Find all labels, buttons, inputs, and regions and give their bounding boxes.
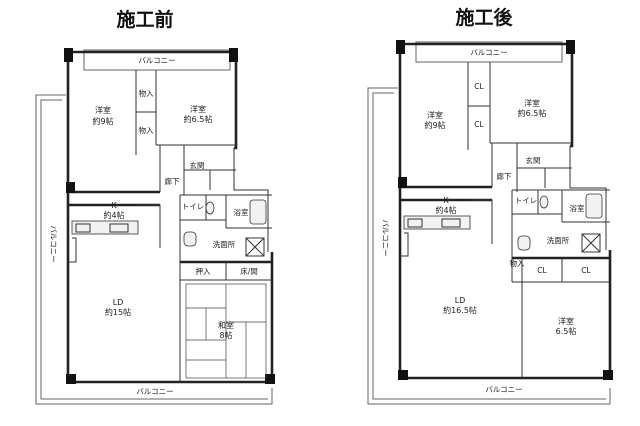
after-cl-3: CL <box>537 266 547 275</box>
before-youshitsu-right: 洋室 <box>190 104 206 114</box>
before-balcony-top-label: バルコニー <box>138 56 175 65</box>
after-balcony-top-label: バルコニー <box>470 48 507 57</box>
before-balcony-side-label: バルコニー <box>49 225 58 262</box>
after-kitchen: K <box>443 196 449 205</box>
before-balcony-bottom-label: バルコニー <box>136 387 173 396</box>
before-title: 施工前 <box>116 8 173 31</box>
after-cl-2: CL <box>474 120 484 129</box>
before-youshitsu-left: 洋室 <box>95 105 111 115</box>
before-rouka: 廊下 <box>165 176 180 186</box>
plan-before: 施工前 バルコニー バルコニー バルコニー 洋室 約9帖 洋室 約6.5帖 <box>35 8 275 405</box>
before-oshiire: 押入 <box>196 266 211 276</box>
before-kitchen: K <box>111 201 117 210</box>
before-ld: LD <box>113 298 124 307</box>
svg-text:約16.5帖: 約16.5帖 <box>443 305 477 315</box>
after-monoire: 物入 <box>510 258 525 268</box>
tatami-grid <box>185 283 267 379</box>
after-balcony-top <box>415 41 563 63</box>
before-balcony-wrap <box>35 94 273 405</box>
after-title: 施工後 <box>455 6 513 29</box>
after-toilet: トイレ <box>515 196 538 205</box>
before-toko: 床/間 <box>240 266 258 276</box>
after-youshitsu-right: 洋室 <box>524 98 540 108</box>
before-senmenjo: 洗面所 <box>213 239 236 249</box>
plan-after: 施工後 バルコニー バルコニー バルコニー 洋室 約9帖 洋室 約6.5帖 <box>367 6 613 405</box>
before-outer-wall <box>68 50 238 150</box>
after-balcony-side-label: バルコニー <box>381 219 390 256</box>
after-senmenjo: 洗面所 <box>547 235 570 245</box>
after-cl-1: CL <box>474 82 484 91</box>
after-rouka: 廊下 <box>497 171 512 181</box>
before-washitsu: 和室 <box>218 320 234 330</box>
svg-text:約9帖: 約9帖 <box>92 116 113 126</box>
before-monoire-2: 物入 <box>139 125 154 135</box>
svg-text:6.5帖: 6.5帖 <box>556 326 577 336</box>
after-youshitsu-left: 洋室 <box>427 110 443 120</box>
svg-text:約4帖: 約4帖 <box>435 205 456 215</box>
svg-text:約4帖: 約4帖 <box>103 210 124 220</box>
before-monoire-1: 物入 <box>139 88 154 98</box>
before-toilet: トイレ <box>182 202 205 211</box>
after-genkan: 玄関 <box>526 155 541 165</box>
before-yokushitsu: 浴室 <box>234 207 249 217</box>
before-genkan: 玄関 <box>190 160 205 170</box>
svg-text:約6.5帖: 約6.5帖 <box>184 114 213 124</box>
after-ld: LD <box>455 296 466 305</box>
svg-text:8帖: 8帖 <box>219 330 232 340</box>
svg-text:約6.5帖: 約6.5帖 <box>518 108 547 118</box>
after-balcony-bottom-label: バルコニー <box>485 385 522 394</box>
svg-text:約9帖: 約9帖 <box>424 120 445 130</box>
after-yokushitsu: 浴室 <box>570 203 585 213</box>
after-cl-4: CL <box>581 266 591 275</box>
after-youshitsu-new: 洋室 <box>558 316 574 326</box>
svg-text:約15帖: 約15帖 <box>105 307 131 317</box>
after-balcony-wrap <box>367 87 611 405</box>
